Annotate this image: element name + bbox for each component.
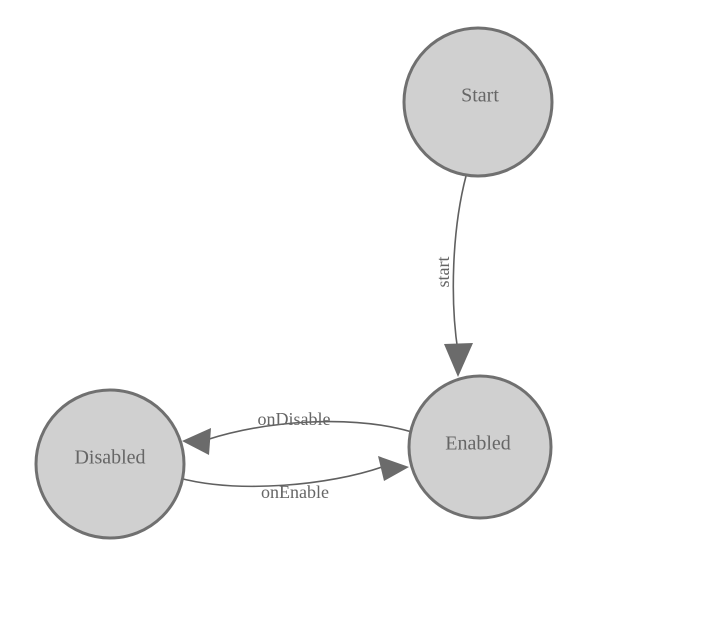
node-start-circle: [402, 26, 554, 178]
edge-path-start-to-enabled: [452, 175, 467, 353]
arrowhead-disabled-to-enabled: [378, 456, 409, 481]
edge-enabled-to-disabled[interactable]: onDisable: [182, 409, 413, 455]
edge-label-onenable: onEnable: [261, 482, 329, 502]
node-enabled[interactable]: Enabled: [407, 374, 553, 520]
edge-label-ondisable: onDisable: [258, 409, 331, 429]
edge-disabled-to-enabled[interactable]: onEnable: [178, 456, 409, 502]
arrowhead-start-to-enabled: [444, 343, 473, 377]
node-start[interactable]: Start: [402, 26, 554, 178]
node-start-label: Start: [461, 85, 499, 107]
node-enabled-circle: [407, 374, 553, 520]
node-enabled-label: Enabled: [445, 433, 511, 455]
edge-label-start: start: [433, 257, 453, 288]
edge-path-disabled-to-enabled: [178, 466, 383, 488]
arrowhead-enabled-to-disabled: [182, 428, 211, 455]
node-disabled[interactable]: Disabled: [34, 388, 186, 540]
node-disabled-circle: [34, 388, 186, 540]
edge-path-enabled-to-disabled: [205, 420, 413, 441]
edge-start-to-enabled[interactable]: start: [433, 175, 473, 377]
node-disabled-label: Disabled: [74, 447, 145, 469]
